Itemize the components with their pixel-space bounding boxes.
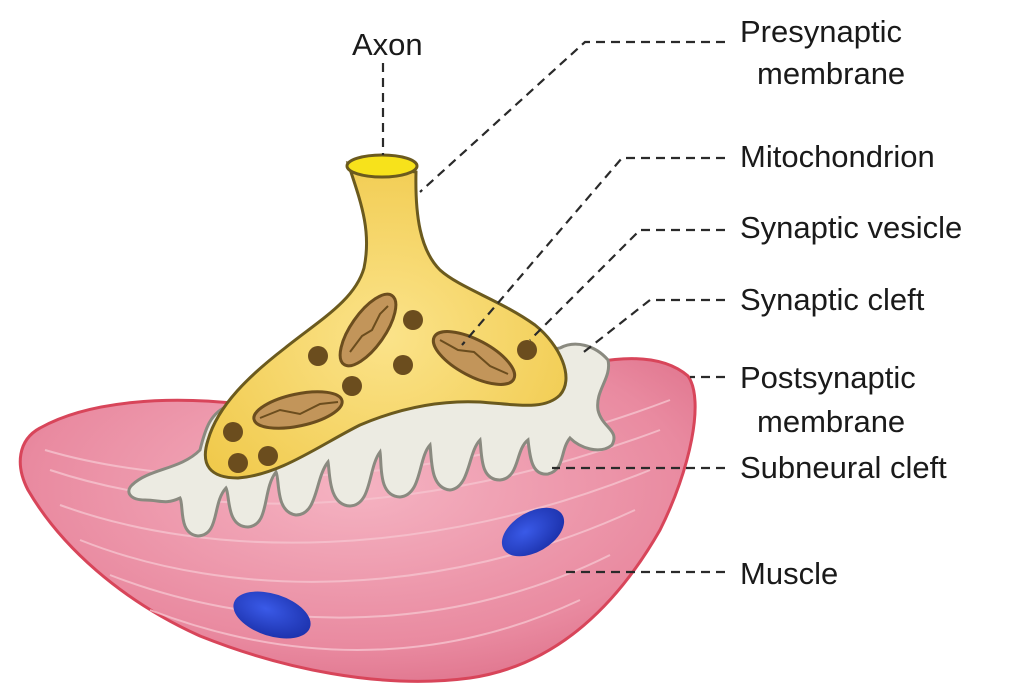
synaptic-vesicle xyxy=(393,355,413,375)
label-muscle: Muscle xyxy=(740,556,839,591)
muscle-nucleus xyxy=(233,591,311,639)
muscle-nucleus xyxy=(501,507,565,557)
label-postsynaptic-line1: Postsynaptic xyxy=(740,360,916,395)
label-mitochondrion: Mitochondrion xyxy=(740,139,935,174)
synaptic-vesicle xyxy=(403,310,423,330)
synaptic-vesicle xyxy=(517,340,537,360)
synaptic-vesicle xyxy=(223,422,243,442)
label-presynaptic-line2: membrane xyxy=(757,56,906,91)
synaptic-vesicles xyxy=(223,310,537,473)
synaptic-vesicle xyxy=(228,453,248,473)
synaptic-vesicle xyxy=(258,446,278,466)
label-subneural-cleft: Subneural cleft xyxy=(740,450,947,485)
label-synaptic-vesicle: Synaptic vesicle xyxy=(740,210,963,245)
label-axon: Axon xyxy=(352,27,423,62)
mitochondria xyxy=(252,292,517,430)
synaptic-vesicle xyxy=(308,346,328,366)
axon-opening xyxy=(345,153,419,179)
leader-lines xyxy=(381,40,725,574)
mitochondrion xyxy=(252,390,344,430)
label-synaptic-cleft: Synaptic cleft xyxy=(740,282,925,317)
synaptic-vesicle xyxy=(342,376,362,396)
label-presynaptic-line1: Presynaptic xyxy=(740,14,902,49)
mitochondrion xyxy=(431,330,517,386)
label-postsynaptic-line2: membrane xyxy=(757,404,906,439)
